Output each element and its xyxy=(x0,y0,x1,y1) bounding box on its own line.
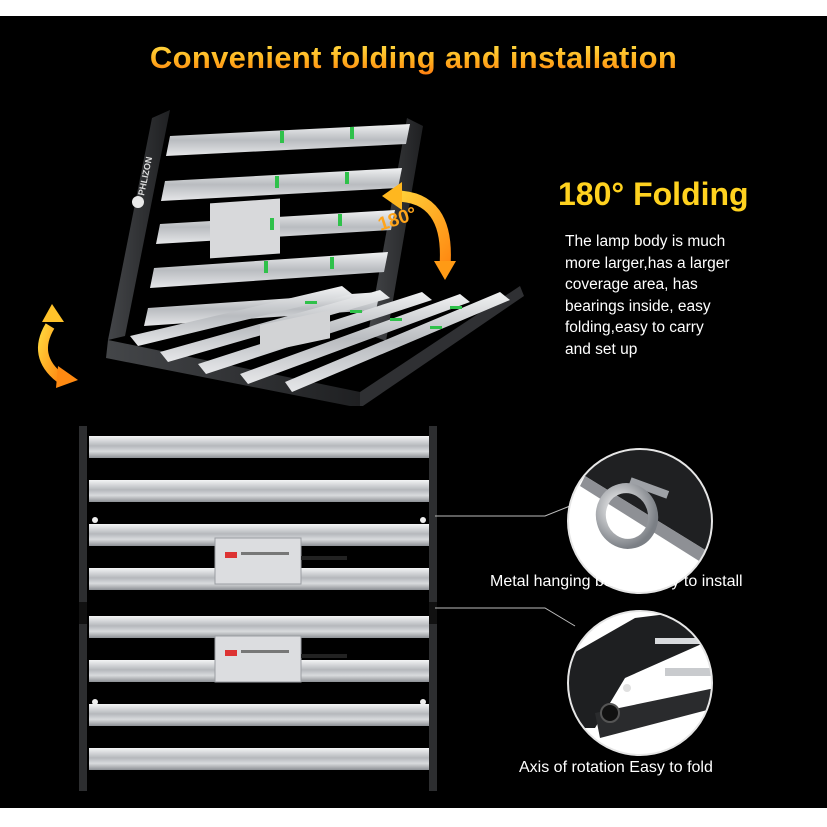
folding-lamp-illustration: PHLIZON xyxy=(38,110,524,406)
description-line: more larger,has a larger xyxy=(565,254,730,272)
hinge xyxy=(79,602,87,624)
lamp-back-view xyxy=(79,426,437,791)
back-light-bars xyxy=(89,436,429,770)
folding-description: The lamp body is much more larger,has a … xyxy=(565,231,795,361)
description-line: folding,easy to carry xyxy=(565,319,704,337)
brand-logo xyxy=(132,196,144,208)
upper-led-strips xyxy=(264,127,354,273)
hanging-hole xyxy=(420,517,426,523)
hanging-hole xyxy=(92,699,98,705)
fold-arrow-icon xyxy=(38,323,64,382)
buckle-detail xyxy=(567,448,713,594)
lower-led-strips xyxy=(305,301,462,329)
axis-detail xyxy=(567,610,713,756)
description-line: bearings inside, easy xyxy=(565,297,711,315)
folding-title: 180° Folding xyxy=(558,176,749,212)
description-line: The lamp body is much xyxy=(565,233,726,250)
rotation-arrow-icon xyxy=(394,190,451,267)
product-banner: Convenient folding and installation xyxy=(0,16,827,808)
hanging-hole xyxy=(92,517,98,523)
hanging-hole xyxy=(420,699,426,705)
description-line: and set up xyxy=(565,340,638,358)
driver-box xyxy=(214,537,347,585)
hinge xyxy=(429,602,437,624)
axis-caption: Axis of rotation Easy to fold xyxy=(519,759,713,776)
description-line: coverage area, has xyxy=(565,276,698,294)
buckle-caption: Metal hanging buckle easy to install xyxy=(490,573,743,590)
lower-light-bars xyxy=(130,286,510,392)
driver-box xyxy=(214,635,347,683)
headline: Convenient folding and installation xyxy=(0,40,827,76)
